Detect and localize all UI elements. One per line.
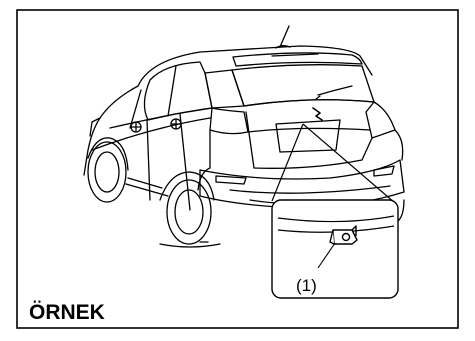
front-wheel (88, 142, 126, 202)
left-tail-light (210, 108, 248, 134)
antenna (280, 26, 289, 47)
figure-caption: ÖRNEK (29, 301, 105, 324)
brand-emblem (313, 108, 322, 120)
detail-box (272, 200, 398, 298)
right-tail-light (366, 102, 395, 138)
camera-detail-callout: (1) (272, 200, 398, 298)
callout-label: (1) (296, 276, 317, 295)
